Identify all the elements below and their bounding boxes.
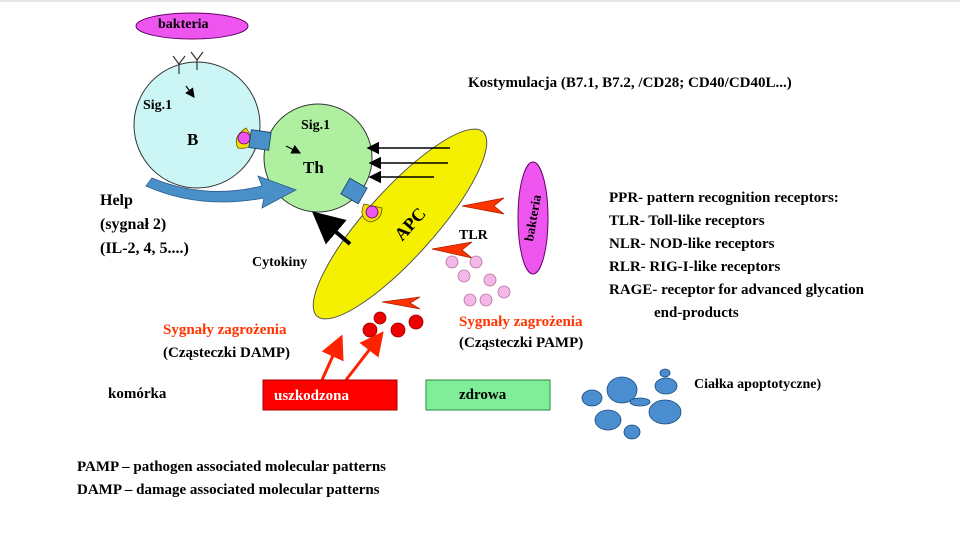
b-cell-inner-arrow xyxy=(185,85,195,98)
danger-right-sub: (Cząsteczki PAMP) xyxy=(459,335,584,351)
damaged-cell-box xyxy=(262,379,398,411)
healthy-cell-box xyxy=(425,379,551,411)
costimulation-arrows xyxy=(366,141,450,184)
bacteria-top-shape xyxy=(135,12,249,40)
cytokiny-arrow xyxy=(311,211,352,246)
receptor-line-5: RAGE- receptor for advanced glycation xyxy=(609,282,864,298)
receptor-line-2: TLR- Toll-like receptors xyxy=(609,213,765,229)
damp-molecules xyxy=(362,311,424,338)
b-cell-signal-label: Sig.1 xyxy=(143,98,173,113)
definition-damp: DAMP – damage associated molecular patte… xyxy=(77,482,380,498)
th-apc-pink-ligand xyxy=(365,205,379,219)
help-line-3: (IL-2, 4, 5....) xyxy=(100,240,189,257)
b-th-pink-ligand xyxy=(237,131,251,145)
th-cell-signal-label: Sig.1 xyxy=(301,118,331,133)
danger-left-title: Sygnały zagrożenia xyxy=(163,322,287,338)
receptor-line-6: end-products xyxy=(609,305,739,321)
help-line-1: Help xyxy=(100,192,133,209)
b-cell-shape xyxy=(133,61,261,189)
apoptotic-bodies xyxy=(581,368,682,440)
apc-shape xyxy=(312,128,488,320)
komorka-label: komórka xyxy=(108,386,167,402)
th-cell-name-label: Th xyxy=(303,158,324,177)
danger-right-title: Sygnały zagrożenia xyxy=(459,314,583,330)
b-cell-name-label: B xyxy=(187,130,199,149)
kostymulacja-label: Kostymulacja (B7.1, B7.2, /CD28; CD40/CD… xyxy=(468,75,792,91)
help-curved-arrow xyxy=(145,175,297,209)
healthy-cell-label: zdrowa xyxy=(459,387,507,403)
danger-signal-arrows xyxy=(320,331,384,381)
tlr-receptors xyxy=(381,197,505,310)
th-apc-blue-receptor xyxy=(340,177,368,205)
damaged-cell-label: uszkodzona xyxy=(274,388,350,404)
receptor-line-4: RLR- RIG-I-like receptors xyxy=(609,259,781,275)
cytokiny-label: Cytokiny xyxy=(252,255,308,270)
tlr-label: TLR xyxy=(459,228,488,243)
receptor-line-3: NLR- NOD-like receptors xyxy=(609,236,775,252)
danger-left-sub: (Cząsteczki DAMP) xyxy=(163,345,291,361)
definition-pamp: PAMP – pathogen associated molecular pat… xyxy=(77,459,387,475)
top-border xyxy=(0,0,960,2)
bacteria-top-label: bakteria xyxy=(158,17,209,32)
help-line-2: (sygnał 2) xyxy=(100,216,167,233)
apoptotic-label: Ciałka apoptotyczne) xyxy=(694,377,822,392)
pamp-molecules xyxy=(445,255,511,307)
th-cell-inner-arrow xyxy=(285,144,302,154)
receptor-line-1: PPR- pattern recognition receptors: xyxy=(609,190,839,206)
b-th-blue-receptor xyxy=(248,129,272,151)
bacteria-side-shape xyxy=(517,161,549,275)
b-cell-receptors xyxy=(172,51,204,74)
